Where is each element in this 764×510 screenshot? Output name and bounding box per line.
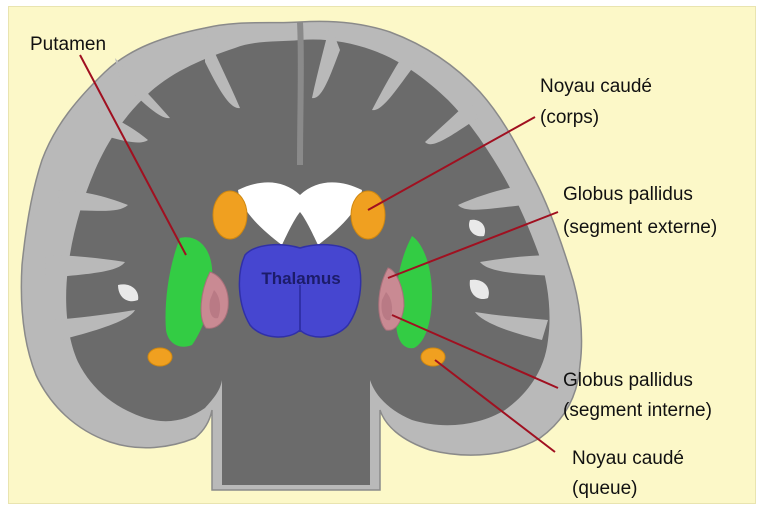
interhemispheric-fissure (300, 22, 301, 165)
caudate-tail-right (421, 348, 445, 366)
label-gp-internal-line1: Globus pallidus (563, 370, 693, 391)
caudate-body-right (351, 191, 385, 239)
label-gp-internal-line2: (segment interne) (563, 400, 712, 421)
label-caudate-body-line1: Noyau caudé (540, 76, 652, 97)
label-thalamus: Thalamus (261, 269, 340, 288)
caudate-tail-left (148, 348, 172, 366)
label-caudate-tail-line2: (queue) (572, 478, 638, 499)
caudate-body-left (213, 191, 247, 239)
label-putamen: Putamen (30, 34, 106, 55)
label-gp-external-line2: (segment externe) (563, 217, 717, 238)
label-gp-external-line1: Globus pallidus (563, 184, 693, 205)
label-caudate-body-line2: (corps) (540, 107, 599, 128)
label-caudate-tail-line1: Noyau caudé (572, 448, 684, 469)
